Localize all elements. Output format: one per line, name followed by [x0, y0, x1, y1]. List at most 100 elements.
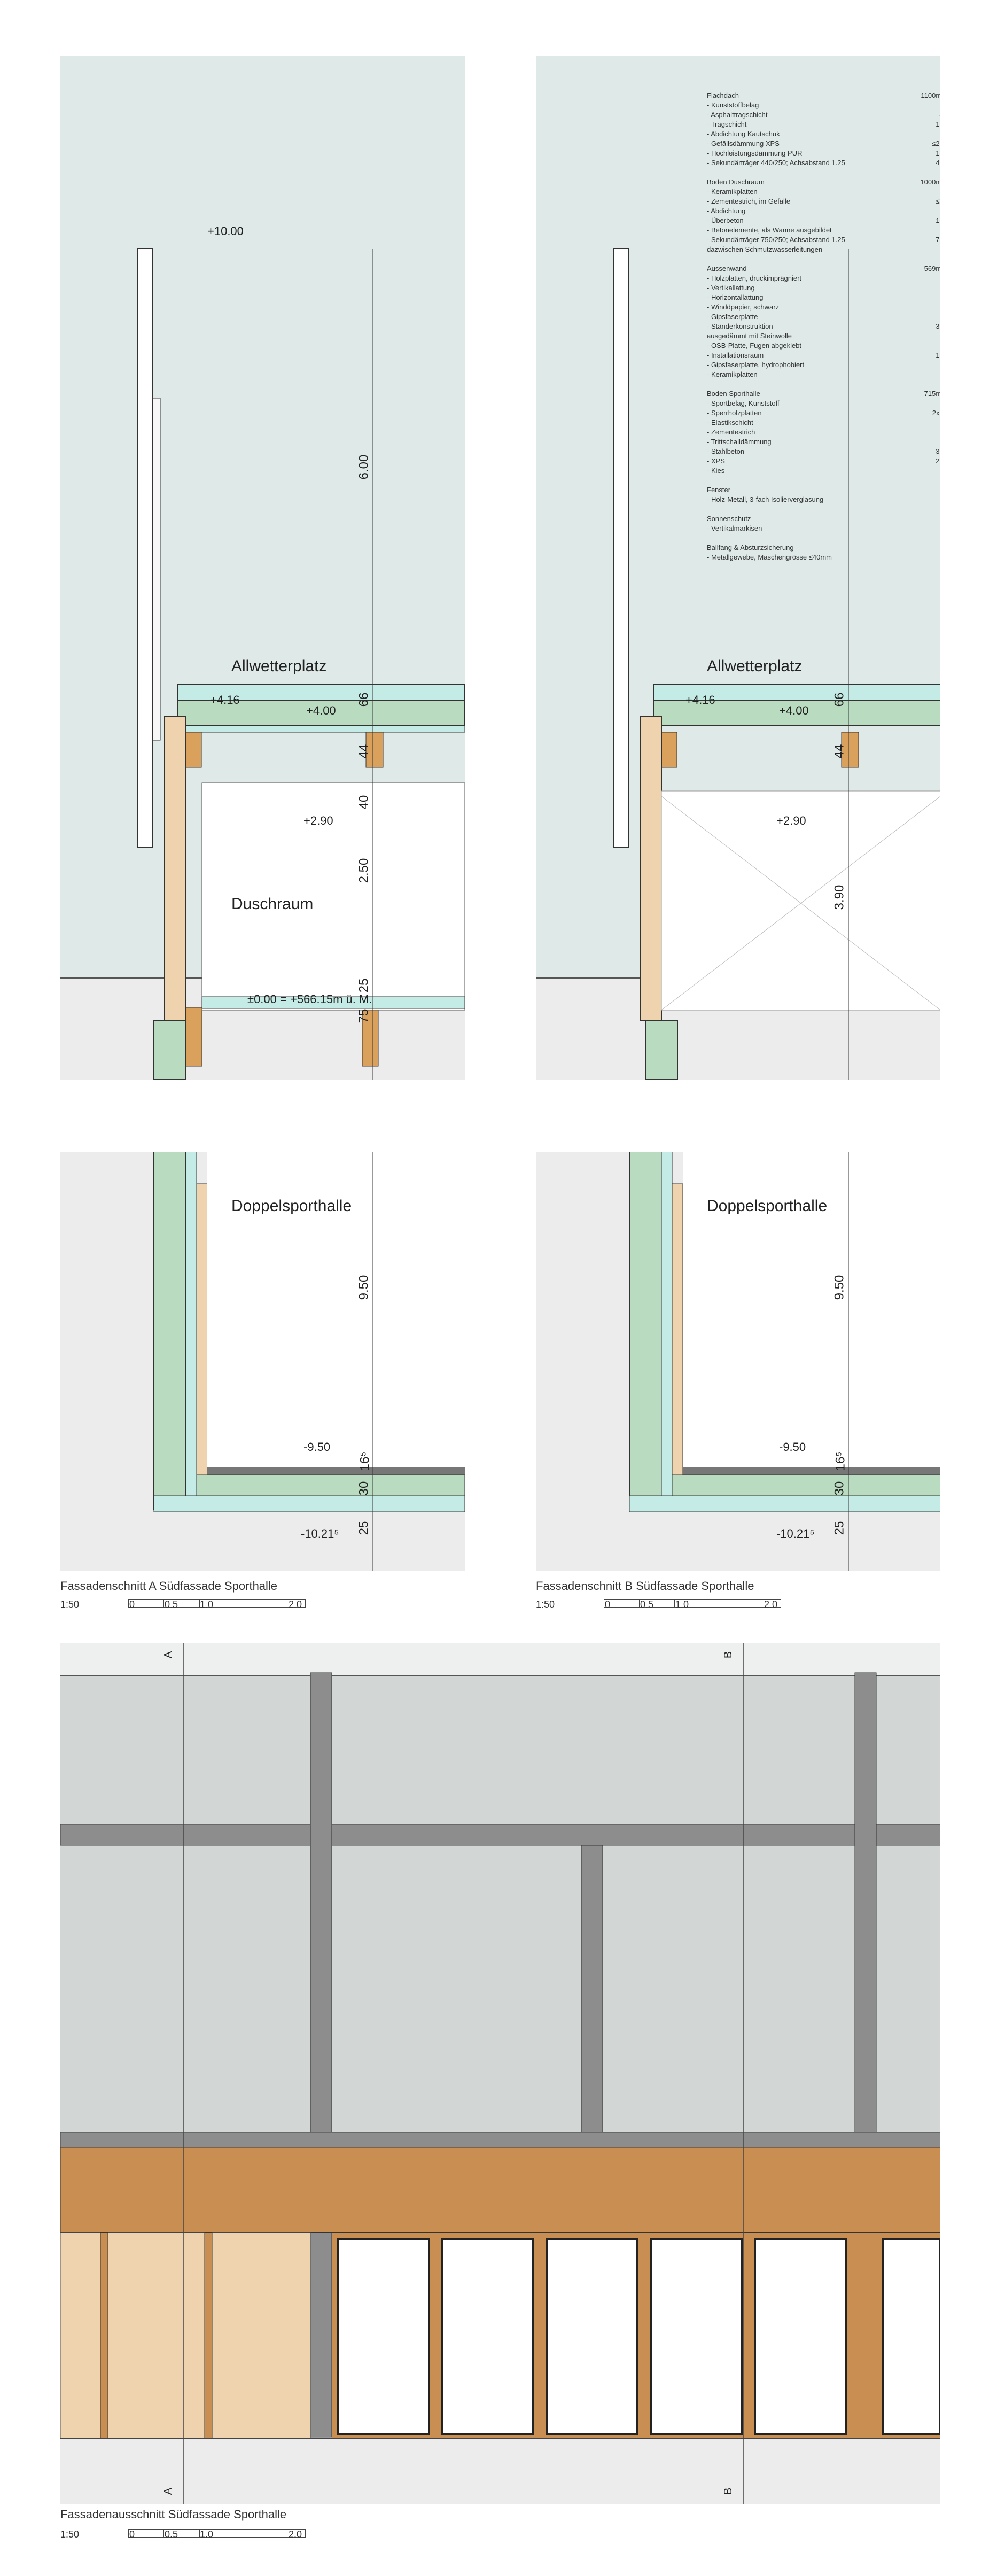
level-plus416: +4.16 [210, 693, 240, 707]
spec-group-title: Flachdach1100mm [707, 91, 940, 99]
dim-44-b: 44 [832, 744, 847, 759]
spec-item: - Sportbelag, Kunststoff15 [707, 399, 940, 407]
spec-group-title: Boden Sporthalle715mm [707, 390, 940, 398]
dim-25b: 25 [356, 1520, 371, 1535]
level-plus290-b: +2.90 [776, 814, 806, 827]
spec-item: - XPS220 [707, 457, 940, 465]
spec-item: - Zementestrich, im Gefälle≤90 [707, 197, 940, 205]
spec-item: - Gefällsdämmung XPS≤200 [707, 139, 940, 148]
scale-tick-05-b: 0.5 [640, 1599, 654, 1610]
spec-item: - Gipsfaserplatte20 [707, 313, 940, 321]
dim-165: 16⁵ [357, 1451, 372, 1471]
scale-tick-20-e: 2.0 [289, 2529, 302, 2540]
section-a-lower: Doppelsporthalle -9.50 -10.21⁵ 9.50 16⁵ … [60, 1152, 465, 1571]
spec-group-title: Fenster [707, 486, 731, 494]
dim-600: 6.00 [356, 454, 371, 480]
level-plus290: +2.90 [303, 814, 333, 827]
scale-label-a: 1:50 [60, 1599, 80, 1610]
spec-item: - Ständerkonstruktion320 [707, 322, 940, 330]
room-allwetterplatz: Allwetterplatz [231, 657, 327, 675]
level-minus1021-b: -10.21⁵ [776, 1527, 815, 1540]
section-a-lower-drawing [60, 1152, 465, 1571]
scale-bar-elevation: 0 0.5 1.0 2.0 [128, 2529, 306, 2545]
level-minus1021: -10.21⁵ [301, 1527, 339, 1540]
level-zero: ±0.00 = +566.15m ü. M. [247, 992, 372, 1006]
level-plus400: +4.00 [306, 704, 336, 717]
spec-item: - Abdichtung- [707, 207, 746, 215]
spec-item: - Sekundärträger 440/250; Achsabstand 1.… [707, 159, 940, 167]
room-doppelsporthalle-b: Doppelsporthalle [707, 1197, 828, 1215]
scale-bar-b: 0 0.5 1.0 2.0 [604, 1599, 781, 1615]
spec-item: - Abdichtung Kautschuk- [707, 130, 780, 138]
scale-tick-20: 2.0 [289, 1599, 302, 1610]
section-b-upper-drawing [536, 56, 940, 1080]
scale-tick-10-b: 1.0 [675, 1599, 689, 1610]
room-duschraum: Duschraum [231, 895, 314, 913]
section-marker-b-top: B [722, 1651, 735, 1659]
scale-label-b: 1:50 [536, 1599, 555, 1610]
spec-item: - Holz-Metall, 3-fach Isolierverglasung [707, 495, 824, 503]
scale-tick-20-b: 2.0 [764, 1599, 778, 1610]
section-b-lower-drawing [536, 1152, 940, 1571]
material-specification: Flachdach1100mm- Kunststoffbelag15- Asph… [707, 91, 940, 572]
section-b-upper: Flachdach1100mm- Kunststoffbelag15- Asph… [536, 56, 940, 1080]
spec-item: - Betonelemente, als Wanne ausgebildet50 [707, 226, 940, 234]
dim-390-b: 3.90 [832, 884, 847, 910]
spec-item: - Vertikalmarkisen [707, 524, 762, 532]
spec-item: ausgedämmt mit Steinwolle [707, 332, 792, 340]
spec-item: - Trittschalldämmung20 [707, 438, 940, 446]
spec-item: - Keramikplatten10 [707, 188, 940, 196]
spec-group-title: Aussenwand569mm [707, 265, 940, 273]
dim-250: 2.50 [356, 858, 371, 883]
spec-item: - Hochleistungsdämmung PUR160 [707, 149, 940, 157]
spec-item: - Überbeton100 [707, 216, 940, 224]
section-marker-a-bottom: A [162, 2487, 175, 2495]
facade-elevation-drawing [60, 1643, 940, 2504]
dim-66-b: 66 [832, 692, 847, 707]
level-plus400-b: +4.00 [779, 704, 809, 717]
facade-elevation: A B A B [60, 1643, 940, 2504]
spec-item: - Winddpapier, schwarz- [707, 303, 780, 311]
level-plus416-b: +4.16 [685, 693, 715, 707]
section-a-upper-drawing [60, 56, 465, 1080]
scale-tick-10: 1.0 [200, 1599, 214, 1610]
spec-item: - OSB-Platte, Fugen abgeklebt18 [707, 342, 940, 350]
section-marker-b-bottom: B [722, 2487, 735, 2495]
dim-40: 40 [356, 795, 371, 810]
caption-section-b: Fassadenschnitt B Südfassade Sporthalle [536, 1579, 754, 1593]
scale-tick-0-e: 0 [129, 2529, 135, 2540]
scale-tick-0: 0 [129, 1599, 135, 1610]
spec-item: - Sperrholzplatten2x10 [707, 409, 940, 417]
dim-950-b: 9.50 [832, 1275, 847, 1300]
dim-950: 9.50 [356, 1275, 371, 1300]
section-b-lower: Doppelsporthalle -9.50 -10.21⁵ 9.50 16⁵ … [536, 1152, 940, 1571]
section-marker-a-top: A [162, 1651, 175, 1659]
scale-tick-10-e: 1.0 [200, 2529, 214, 2540]
scale-tick-0-b: 0 [605, 1599, 611, 1610]
dim-165-b: 16⁵ [833, 1451, 848, 1471]
spec-item: - Stahlbeton300 [707, 447, 940, 455]
scale-tick-05-e: 0.5 [165, 2529, 178, 2540]
caption-elevation: Fassadenausschnitt Südfassade Sporthalle [60, 2508, 287, 2521]
dim-25: 25 [356, 978, 371, 993]
spec-group-title: Boden Duschraum1000mm [707, 178, 940, 186]
spec-item: - Horizontallattung30 [707, 293, 940, 301]
spec-item: - Tragschicht180 [707, 120, 940, 128]
caption-section-a: Fassadenschnitt A Südfassade Sporthalle [60, 1579, 278, 1593]
level-top: +10.00 [207, 224, 244, 238]
level-minus950-b: -9.50 [779, 1440, 806, 1454]
dim-30: 30 [356, 1481, 371, 1496]
dim-25-b: 25 [832, 1520, 847, 1535]
level-minus950: -9.50 [303, 1440, 331, 1454]
dim-66: 66 [356, 692, 371, 707]
spec-item: - Kunststoffbelag15 [707, 101, 940, 109]
spec-item: - Zementestrich80 [707, 428, 940, 436]
spec-item: - Vertikallattung30 [707, 284, 940, 292]
spec-item: - Keramikplatten10 [707, 370, 940, 378]
dim-30-b: 30 [832, 1481, 847, 1496]
spec-item: - Kies30 [707, 467, 940, 475]
room-doppelsporthalle: Doppelsporthalle [231, 1197, 352, 1215]
room-allwetterplatz-b: Allwetterplatz [707, 657, 803, 675]
scale-bar-a: 0 0.5 1.0 2.0 [128, 1599, 306, 1615]
spec-group-title: Sonnenschutz [707, 515, 751, 523]
